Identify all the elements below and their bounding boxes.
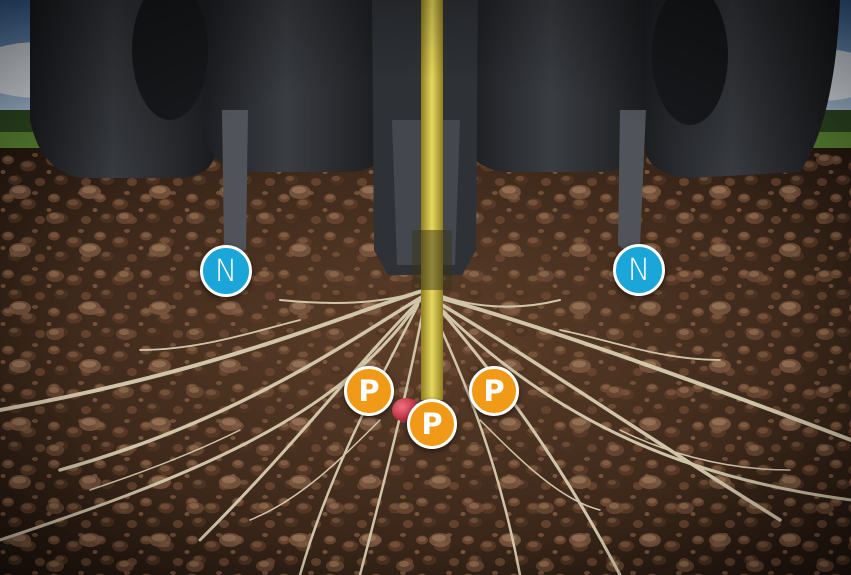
phosphorus-badge-label: P	[421, 407, 442, 441]
phosphorus-badge-label: P	[483, 374, 504, 408]
phosphorus-icon: P	[469, 366, 519, 416]
nitrogen-icon: N	[613, 244, 665, 296]
phosphorus-icon: P	[344, 366, 394, 416]
nitrogen-icon: N	[200, 245, 252, 297]
phosphorus-icon: P	[407, 399, 457, 449]
phosphorus-badge-label: P	[358, 374, 379, 408]
nitrogen-badge-label: N	[628, 253, 650, 288]
nitrogen-badge-label: N	[215, 254, 237, 289]
